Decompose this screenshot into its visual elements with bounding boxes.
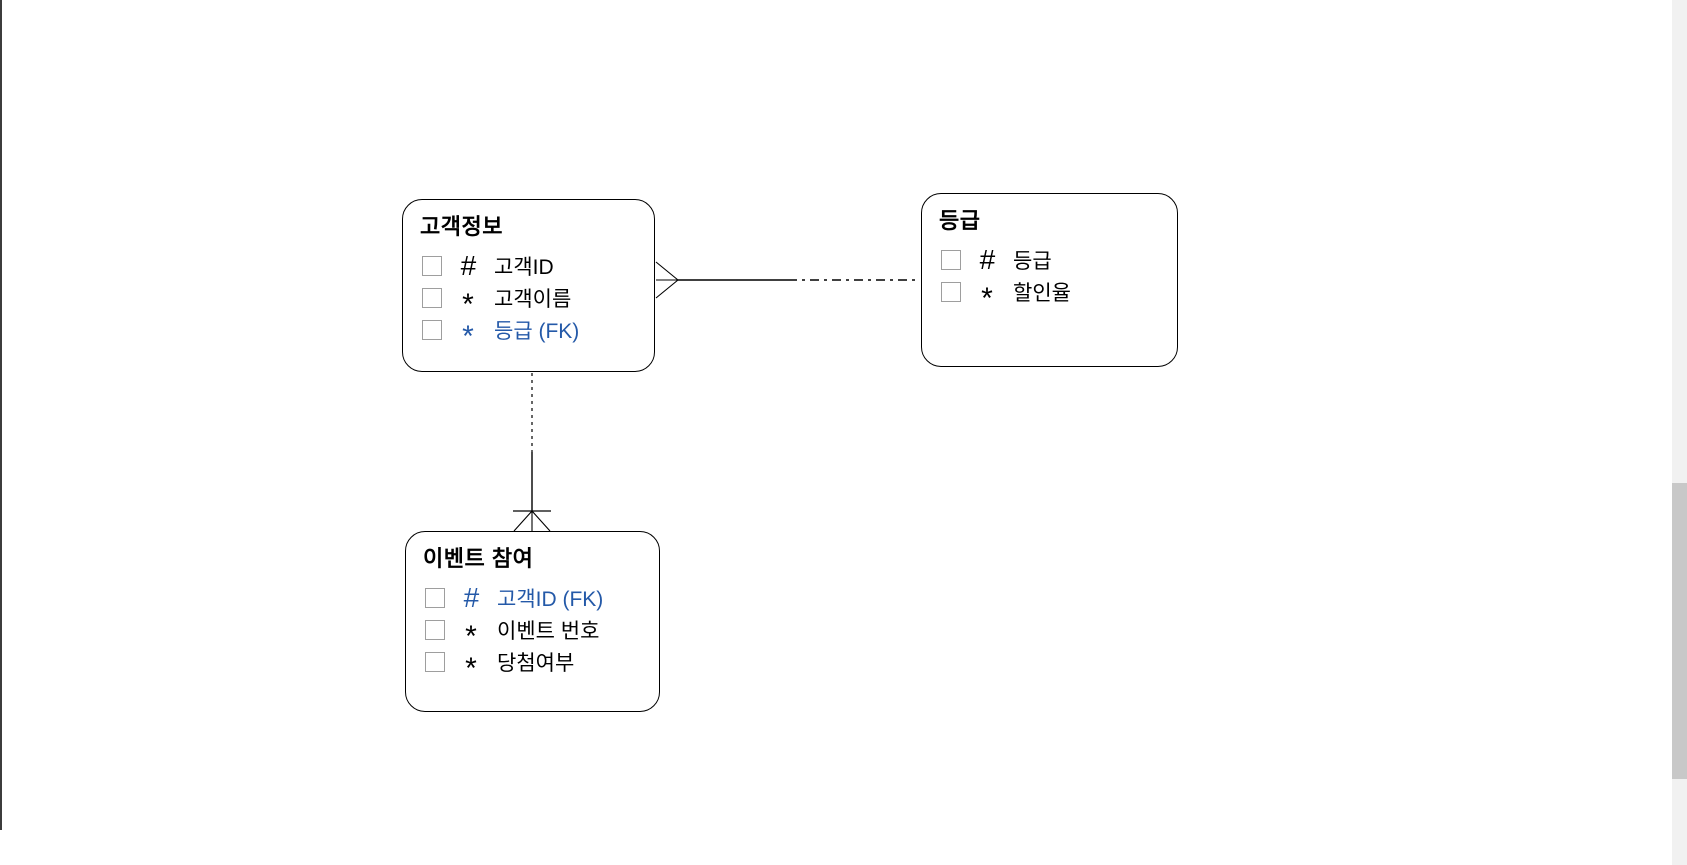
entity-title: 등급 [939, 208, 981, 233]
mandatory-star-icon: * [981, 282, 993, 315]
mandatory-star-icon: * [465, 652, 477, 685]
relationship-customer-event[interactable] [513, 373, 551, 532]
entity-event-participation[interactable]: 이벤트 참여 # 고객ID (FK) * 이벤트 번호 * 당첨여부 [405, 531, 660, 712]
attribute-label: 고객ID [494, 256, 554, 279]
primary-key-hash-icon: # [460, 250, 476, 281]
mandatory-star-icon: * [462, 288, 474, 321]
crowfoot-many-icon [513, 510, 551, 532]
attribute-row: # 고객ID [422, 250, 654, 282]
attribute-row: # 등급 [941, 244, 1177, 276]
entity-title: 이벤트 참여 [423, 546, 534, 571]
attribute-checkbox [425, 588, 445, 608]
attribute-row-foreign-key: # 고객ID (FK) [425, 582, 659, 614]
attribute-label: 당첨여부 [497, 652, 575, 675]
vertical-scrollbar-track[interactable] [1672, 0, 1687, 865]
primary-key-hash-icon: # [463, 582, 479, 613]
attribute-checkbox [425, 620, 445, 640]
crowfoot-many-icon [655, 261, 679, 299]
attribute-checkbox [425, 652, 445, 672]
attribute-row: * 고객이름 [422, 282, 654, 321]
mandatory-star-icon: * [465, 620, 477, 653]
entity-grade[interactable]: 등급 # 등급 * 할인율 [921, 193, 1178, 367]
vertical-scrollbar-thumb[interactable] [1672, 483, 1687, 779]
attribute-checkbox [422, 256, 442, 276]
attribute-label: 이벤트 번호 [497, 620, 600, 643]
attribute-label: 고객이름 [494, 288, 572, 311]
attribute-checkbox [422, 320, 442, 340]
attribute-label: 등급 (FK) [494, 320, 580, 343]
attribute-label: 할인율 [1013, 282, 1071, 305]
entity-customer-info[interactable]: 고객정보 # 고객ID * 고객이름 * 등급 (FK) [402, 199, 655, 372]
relationship-customer-grade[interactable] [655, 261, 920, 299]
window-left-border [0, 0, 2, 830]
attribute-checkbox [941, 282, 961, 302]
attribute-row-foreign-key: * 등급 (FK) [422, 314, 654, 353]
attribute-label: 고객ID (FK) [497, 588, 604, 611]
attribute-checkbox [422, 288, 442, 308]
mandatory-star-icon: * [462, 320, 474, 353]
entity-title: 고객정보 [420, 214, 503, 239]
attribute-label: 등급 [1013, 250, 1052, 273]
attribute-row: * 이벤트 번호 [425, 614, 659, 653]
attribute-checkbox [941, 250, 961, 270]
attribute-row: * 당첨여부 [425, 646, 659, 685]
primary-key-hash-icon: # [979, 244, 995, 275]
attribute-row: * 할인율 [941, 276, 1177, 315]
